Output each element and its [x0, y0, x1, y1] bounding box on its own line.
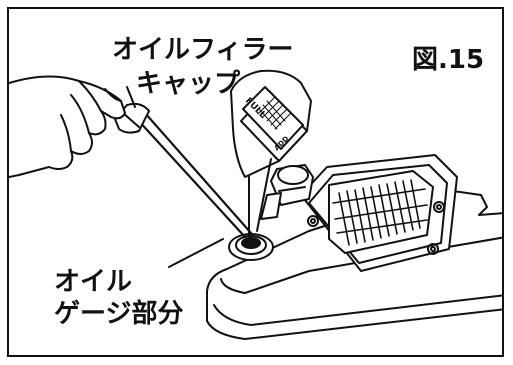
pointer-lines — [126, 86, 224, 268]
figure-number: 図.15 — [412, 45, 485, 75]
control-knob — [260, 164, 314, 220]
vent-grille — [328, 170, 434, 254]
oil-gauge-label-line1: オイル — [54, 267, 133, 297]
dipstick-hatch-marks — [258, 96, 292, 130]
panel-screws — [307, 201, 445, 255]
oil-filler-cap-label-line1: オイルフィラー — [112, 35, 294, 65]
figure-frame: FULL ADD オイルフィラー キャップ オイル ゲージ部分 図.15 — [7, 7, 504, 357]
generator-illustration: FULL ADD — [9, 69, 502, 340]
dipstick — [114, 102, 253, 239]
hand — [9, 75, 126, 178]
oil-filler-opening — [228, 233, 274, 261]
oil-gauge-label-line2: ゲージ部分 — [54, 299, 184, 329]
dipstick-detail-callout: FULL ADD — [230, 69, 312, 238]
oil-filler-cap-label-line2: キャップ — [136, 69, 241, 99]
